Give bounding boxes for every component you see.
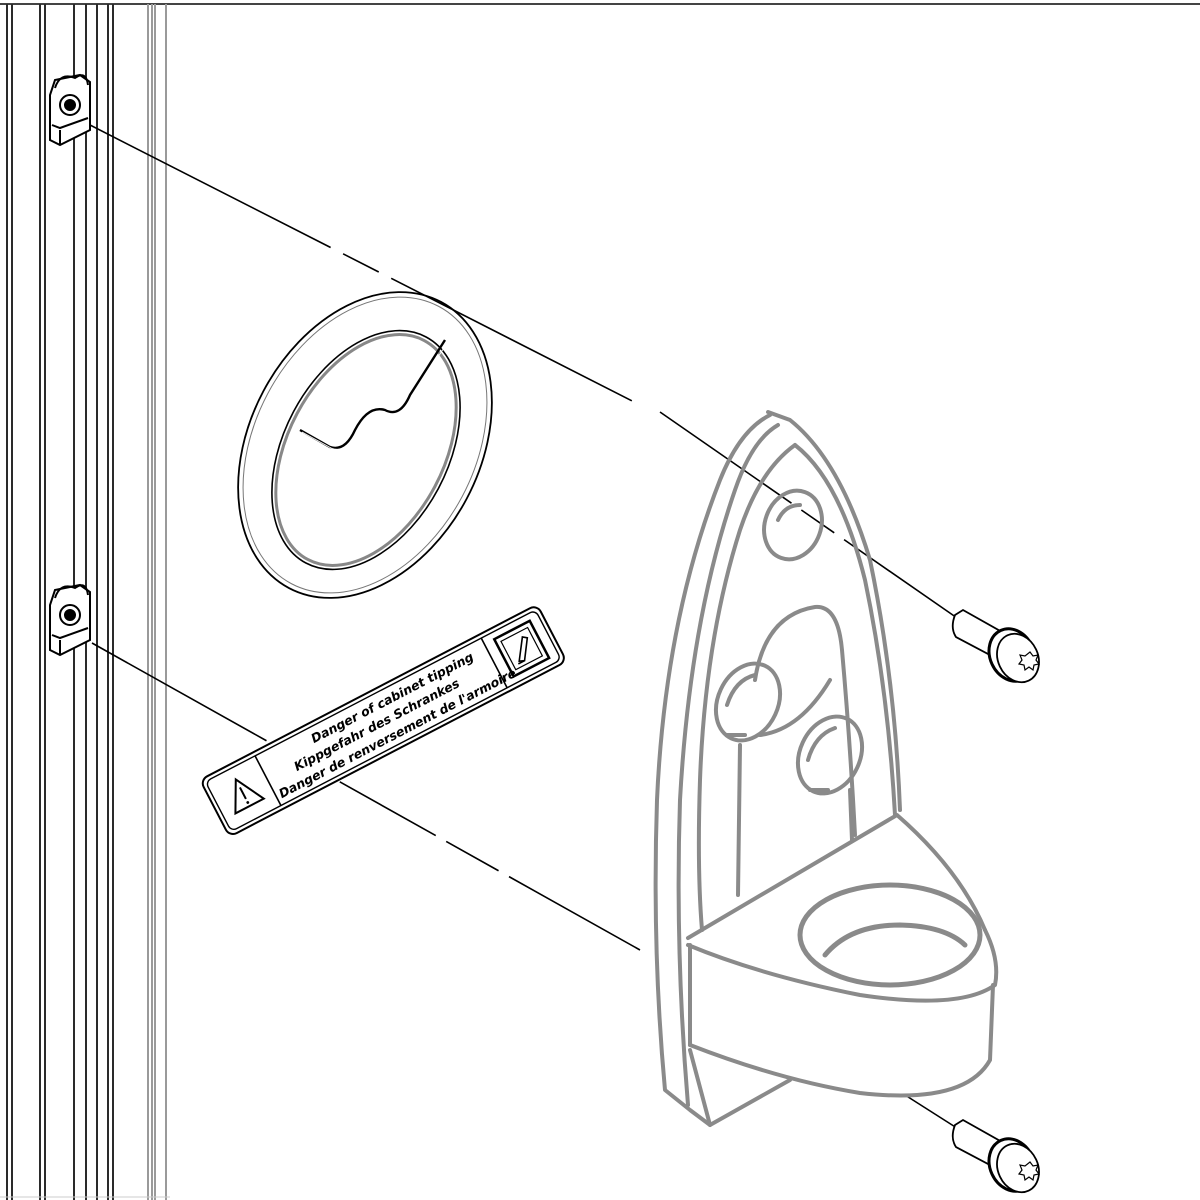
warning-label: Danger of cabinet tipping Kippgefahr des… [201,606,565,835]
torx-screw-top [951,608,1041,684]
construction-lines [89,124,961,1131]
torx-drive-icon [1017,651,1041,672]
cage-nut-top [49,73,91,147]
manual-reference-icon [492,619,551,679]
torx-drive-icon [1017,1161,1041,1182]
cage-nut-bottom [49,583,91,657]
grommet-ring [237,291,493,599]
torx-screw-bottom [951,1118,1041,1194]
cabinet-frame-side [147,4,167,1200]
anti-tip-bracket [653,410,999,1127]
warning-triangle-icon [234,777,266,816]
